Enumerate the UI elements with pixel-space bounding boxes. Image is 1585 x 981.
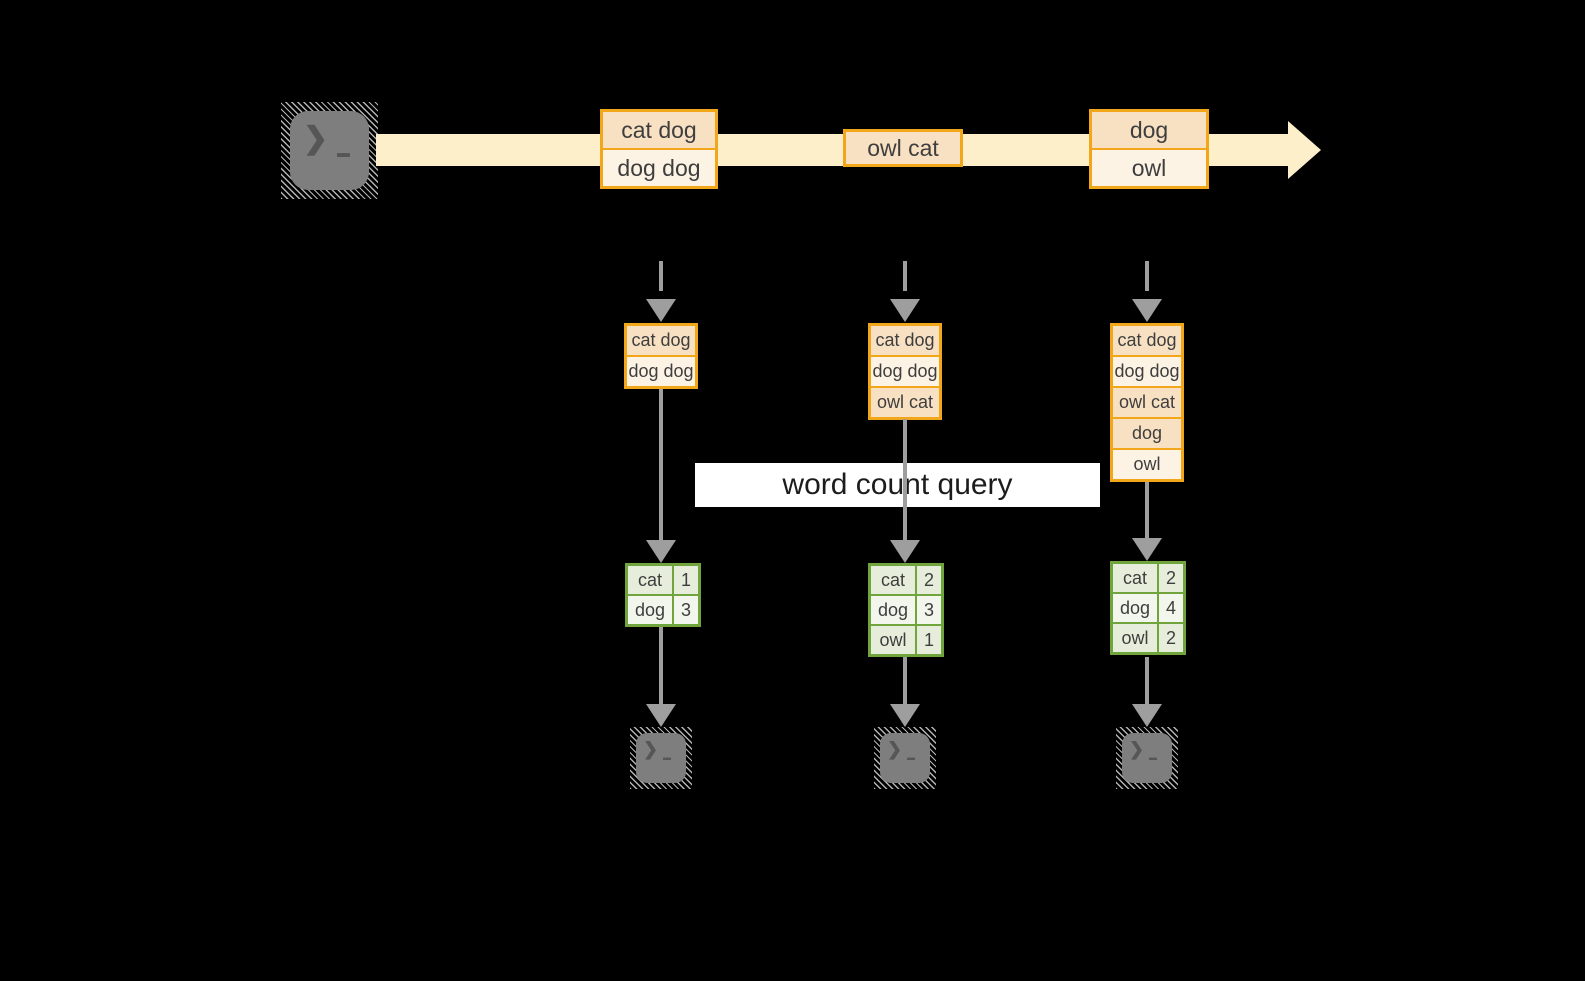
- event-stack: cat dog dog dog owl cat dog owl: [1110, 323, 1184, 482]
- event-stack: cat dog dog dog: [624, 323, 698, 389]
- arrow-down-icon: [890, 704, 920, 727]
- arrow-line: [1145, 481, 1149, 539]
- terminal-screen: [1122, 733, 1172, 783]
- count-cell: 3: [674, 596, 698, 624]
- stream-arrow-head-icon: [1288, 121, 1321, 179]
- arrow-down-icon: [646, 299, 676, 322]
- stack-cell: dog dog: [871, 357, 939, 386]
- terminal-screen: [290, 111, 369, 190]
- event-cell: owl cat: [846, 132, 960, 164]
- arrow-down-icon: [1132, 299, 1162, 322]
- terminal-screen: [636, 733, 686, 783]
- count-cell: 3: [917, 596, 941, 624]
- word-cell: cat: [1113, 564, 1157, 592]
- word-cell: dog: [871, 596, 915, 624]
- stack-cell: cat dog: [627, 326, 695, 355]
- word-cell: cat: [628, 566, 672, 594]
- stack-cell: dog dog: [627, 357, 695, 386]
- word-count-table: cat 1 dog 3: [625, 563, 701, 627]
- word-cell: cat: [871, 566, 915, 594]
- source-terminal-icon: ❯ ▬: [281, 102, 378, 199]
- count-cell: 4: [1159, 594, 1183, 622]
- stack-cell: dog dog: [1113, 357, 1181, 386]
- terminal-prompt-icon: ❯: [1129, 739, 1145, 759]
- word-cell: dog: [628, 596, 672, 624]
- count-cell: 2: [1159, 564, 1183, 592]
- word-cell: dog: [1113, 594, 1157, 622]
- arrow-line: [903, 419, 907, 541]
- stack-cell: owl cat: [1113, 388, 1181, 417]
- event-stack: cat dog dog dog owl cat: [868, 323, 942, 420]
- terminal-prompt-icon: ❯: [887, 739, 903, 759]
- arrow-down-icon: [1132, 538, 1162, 561]
- dashed-arrow-segment: [903, 261, 907, 291]
- count-cell: 2: [1159, 624, 1183, 652]
- stack-cell: dog: [1113, 419, 1181, 448]
- terminal-screen: [880, 733, 930, 783]
- stack-cell: owl cat: [871, 388, 939, 417]
- event-cell: dog: [1092, 112, 1206, 148]
- count-cell: 2: [917, 566, 941, 594]
- terminal-cursor-icon: ▬: [907, 753, 915, 762]
- event-cell: cat dog: [603, 112, 715, 148]
- arrow-down-icon: [1132, 704, 1162, 727]
- arrow-down-icon: [646, 540, 676, 563]
- arrow-line: [659, 387, 663, 541]
- event-cell: dog dog: [603, 150, 715, 186]
- arrow-down-icon: [646, 704, 676, 727]
- terminal-prompt-icon: ❯: [303, 122, 329, 155]
- stream-event-box: dog owl: [1089, 109, 1209, 189]
- word-cell: owl: [1113, 624, 1157, 652]
- dashed-arrow-segment: [659, 261, 663, 291]
- stream-event-box: owl cat: [843, 129, 963, 167]
- word-cell: owl: [871, 626, 915, 654]
- sink-terminal-icon: ❯ ▬: [1116, 727, 1178, 789]
- word-count-table: cat 2 dog 4 owl 2: [1110, 561, 1186, 655]
- event-cell: owl: [1092, 150, 1206, 186]
- count-cell: 1: [674, 566, 698, 594]
- arrow-down-icon: [890, 540, 920, 563]
- stack-cell: cat dog: [871, 326, 939, 355]
- stream-event-box: cat dog dog dog: [600, 109, 718, 189]
- sink-terminal-icon: ❯ ▬: [874, 727, 936, 789]
- word-count-table: cat 2 dog 3 owl 1: [868, 563, 944, 657]
- stack-cell: owl: [1113, 450, 1181, 479]
- arrow-line: [1145, 657, 1149, 706]
- terminal-cursor-icon: ▬: [663, 753, 671, 762]
- stack-cell: cat dog: [1113, 326, 1181, 355]
- sink-terminal-icon: ❯ ▬: [630, 727, 692, 789]
- arrow-line: [903, 657, 907, 706]
- terminal-prompt-icon: ❯: [643, 739, 659, 759]
- terminal-cursor-icon: ▬: [337, 145, 350, 160]
- arrow-down-icon: [890, 299, 920, 322]
- dashed-arrow-segment: [1145, 261, 1149, 291]
- terminal-cursor-icon: ▬: [1149, 753, 1157, 762]
- arrow-line: [659, 627, 663, 706]
- count-cell: 1: [917, 626, 941, 654]
- query-label: word count query: [695, 463, 1100, 507]
